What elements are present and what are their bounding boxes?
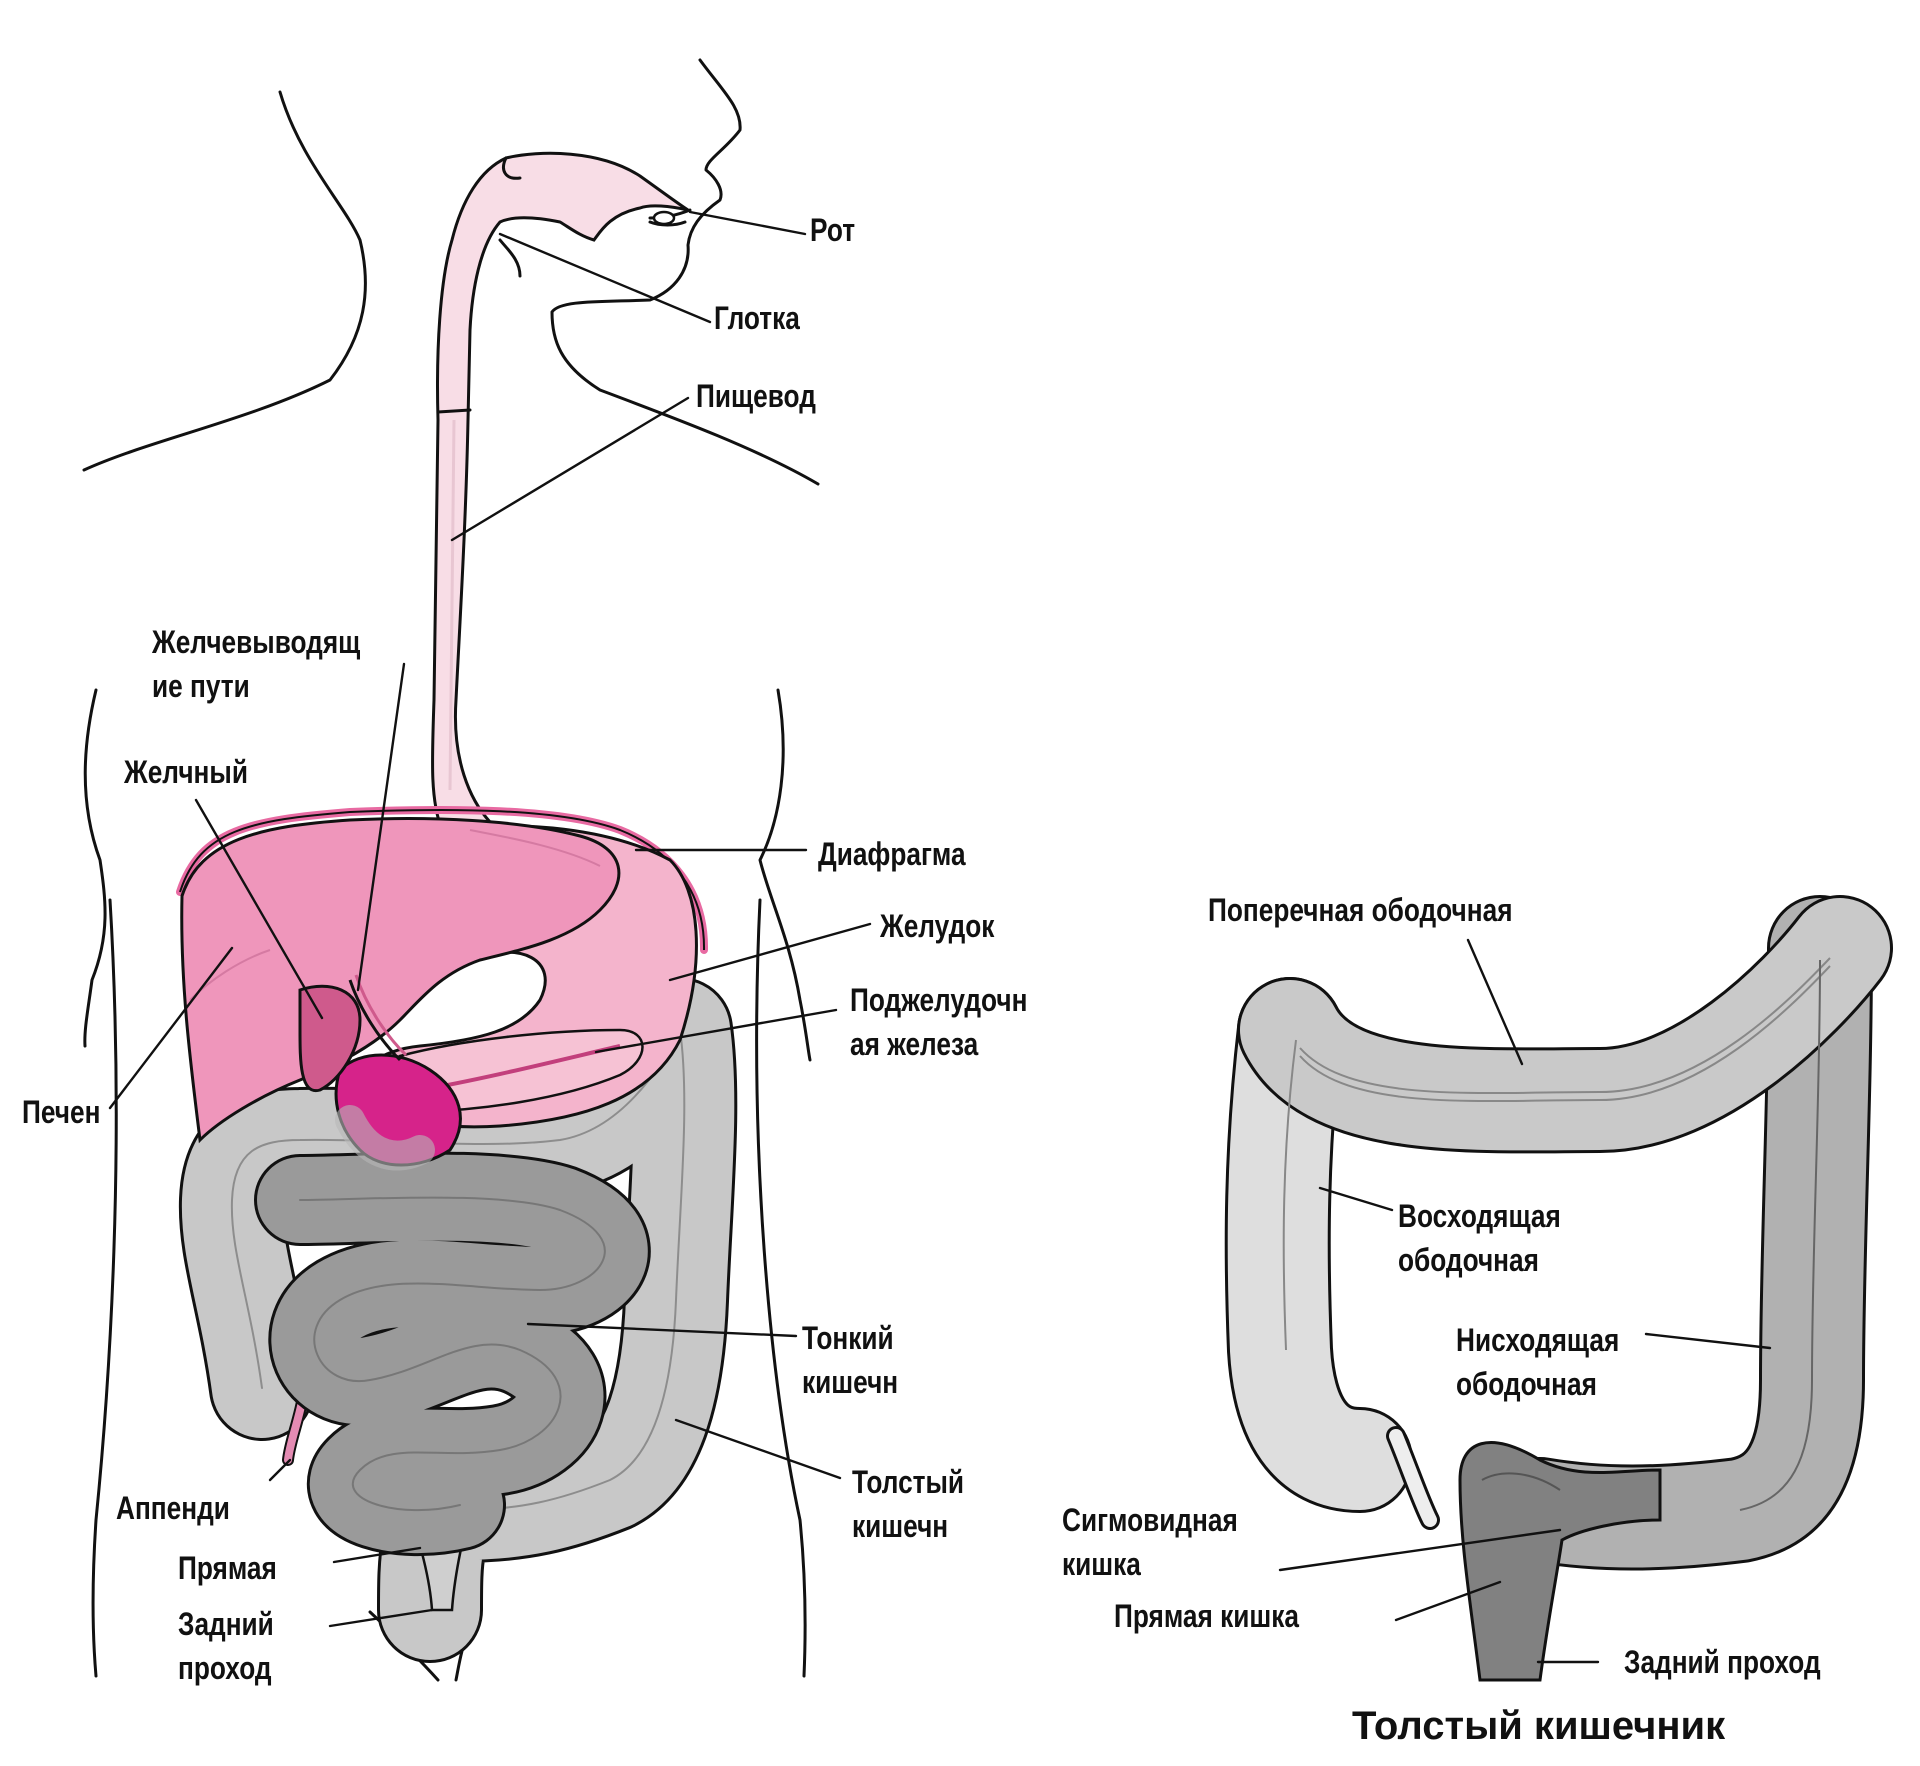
label-sigmoid-line2: кишка <box>1062 1542 1141 1586</box>
colon-detail-illustration <box>1278 948 1840 1680</box>
label-colon-anus: Задний проход <box>1624 1640 1821 1684</box>
label-transverse-colon: Поперечная ободочная <box>1208 888 1513 932</box>
label-sigmoid-line1: Сигмовидная <box>1062 1498 1238 1542</box>
label-rectum: Прямая <box>178 1546 277 1590</box>
label-esophagus: Пищевод <box>696 374 816 418</box>
label-anus-line1: Задний <box>178 1602 274 1646</box>
label-descending-colon-line1: Нисходящая <box>1456 1318 1619 1362</box>
label-gallbladder: Желчный <box>124 750 248 794</box>
small-intestine <box>300 1198 605 1511</box>
label-bile-ducts-line1: Желчевыводящ <box>152 620 360 664</box>
label-pancreas-line2: ая железа <box>850 1022 978 1066</box>
label-liver: Печен <box>22 1090 100 1134</box>
label-mouth: Рот <box>810 208 855 252</box>
label-large-intestine-line1: Толстый <box>852 1460 964 1504</box>
label-colon-rectum: Прямая кишка <box>1114 1594 1299 1638</box>
label-bile-ducts-line2: ие пути <box>152 664 250 708</box>
label-small-intestine-line2: кишечн <box>802 1360 898 1404</box>
label-diaphragm: Диафрагма <box>818 832 966 876</box>
label-pharynx: Глотка <box>714 296 800 340</box>
label-small-intestine-line1: Тонкий <box>802 1316 894 1360</box>
label-large-intestine-line2: кишечн <box>852 1504 948 1548</box>
label-stomach: Желудок <box>880 904 994 948</box>
label-ascending-colon-line2: ободочная <box>1398 1238 1539 1282</box>
label-ascending-colon-line1: Восходящая <box>1398 1194 1561 1238</box>
colon-detail-title: Толстый кишечник <box>1352 1704 1725 1749</box>
label-anus-line2: проход <box>178 1646 272 1690</box>
mouth-pharynx-esophagus <box>432 153 690 830</box>
label-pancreas-line1: Поджелудочн <box>850 978 1027 1022</box>
label-descending-colon-line2: ободочная <box>1456 1362 1597 1406</box>
label-appendix: Аппенди <box>116 1486 230 1530</box>
